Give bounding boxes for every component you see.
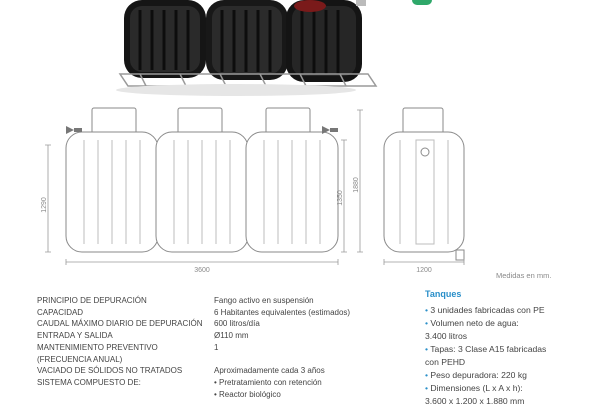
spec-row: ENTRADA Y SALIDA Ø110 mm xyxy=(37,330,417,342)
dim-height-left: 1290 xyxy=(41,197,48,213)
spec-row: MANTENIMIENTO PREVENTIVO 1 xyxy=(37,342,417,354)
tanks-panel: Tanques • 3 unidades fabricadas con PE• … xyxy=(425,288,595,408)
tanks-item-text: Tapas: 3 Clase A15 fabricadas xyxy=(430,344,547,354)
spec-value: 6 Habitantes equivalentes (estimados) xyxy=(214,307,351,317)
tanks-list-item: • 3 unidades fabricadas con PE xyxy=(425,304,595,317)
bullet-icon: • xyxy=(425,344,431,354)
spec-label: SISTEMA COMPUESTO DE: xyxy=(37,377,141,387)
tanks-list-item: con PEHD xyxy=(425,356,595,369)
technical-drawing: 1290 1350 1880 3600 1200 xyxy=(41,107,465,274)
spec-row: • Reactor biológico xyxy=(37,389,417,401)
tanks-list-item: • Tapas: 3 Clase A15 fabricadas xyxy=(425,343,595,356)
spec-value: Fango activo en suspensión xyxy=(214,296,314,305)
tanks-list-item: • Dimensiones (L x A x h): xyxy=(425,382,595,395)
tanks-item-text: con PEHD xyxy=(425,357,466,367)
tank-photo-right xyxy=(286,0,366,82)
tank-photo-left xyxy=(124,0,206,78)
tanks-list-item: • Peso depuradora: 220 kg xyxy=(425,369,595,382)
tanks-item-text: 3.600 x 1.200 x 1.880 mm xyxy=(425,396,525,406)
tanks-list-item: 3.400 litros xyxy=(425,330,595,343)
outlet-arrow xyxy=(322,126,338,134)
tanks-item-text: Volumen neto de agua: xyxy=(430,318,519,328)
spec-label: VACIADO DE SÓLIDOS NO TRATADOS xyxy=(37,366,183,376)
spec-value: 1 xyxy=(214,342,219,352)
spec-row: VACIADO DE SÓLIDOS NO TRATADOS Aproximada… xyxy=(37,365,417,377)
spec-row: CAPACIDAD 6 Habitantes equivalentes (esti… xyxy=(37,307,417,319)
tanks-item-text: Dimensiones (L x A x h): xyxy=(430,383,523,393)
measure-note: Medidas en mm. xyxy=(496,271,552,280)
spec-value: Aproximadamente cada 3 años xyxy=(214,366,325,376)
tanks-item-text: Peso depuradora: 220 kg xyxy=(430,370,527,380)
tanks-list-item: • Volumen neto de agua: xyxy=(425,317,595,330)
spec-value: • Reactor biológico xyxy=(214,389,281,399)
spec-label xyxy=(37,389,214,401)
tank-photo-middle xyxy=(206,0,288,80)
tanks-list-item: 3.600 x 1.200 x 1.880 mm xyxy=(425,395,595,408)
spec-label: ENTRADA Y SALIDA xyxy=(37,331,113,341)
bullet-icon: • xyxy=(425,370,431,380)
spec-row: SISTEMA COMPUESTO DE: • Pretratamiento co… xyxy=(37,377,417,389)
brand-mark xyxy=(412,0,432,5)
front-view-tank-3 xyxy=(245,107,339,253)
spec-label: (FRECUENCIA ANUAL) xyxy=(37,354,123,364)
spec-row: PRINCIPIO DE DEPURACIÓN Fango activo en s… xyxy=(37,295,417,307)
spec-value: • Pretratamiento con retención xyxy=(214,377,322,387)
tanks-item-text: 3.400 litros xyxy=(425,331,468,341)
tanks-item-text: 3 unidades fabricadas con PE xyxy=(430,305,545,315)
spec-label: CAUDAL MÁXIMO DIARIO DE DEPURACIÓN xyxy=(37,319,203,329)
dim-width-front: 3600 xyxy=(194,267,210,274)
tanks-title: Tanques xyxy=(425,289,462,299)
product-photo xyxy=(116,0,378,96)
spec-row: CAUDAL MÁXIMO DIARIO DE DEPURACIÓN 600 li… xyxy=(37,318,417,330)
spec-value: Ø110 mm xyxy=(214,331,249,341)
inlet-arrow xyxy=(66,126,82,134)
dim-height-mid: 1350 xyxy=(337,190,344,206)
dim-height-total: 1880 xyxy=(353,177,360,193)
bullet-icon: • xyxy=(425,318,431,328)
support-frame xyxy=(118,73,378,87)
spec-label: MANTENIMIENTO PREVENTIVO xyxy=(37,342,158,352)
front-view-tank-2 xyxy=(155,107,249,253)
side-view-tank xyxy=(383,107,465,261)
bullet-icon: • xyxy=(425,383,431,393)
spec-table: PRINCIPIO DE DEPURACIÓN Fango activo en s… xyxy=(37,295,417,400)
spec-value: 600 litros/día xyxy=(214,319,260,329)
dim-width-side: 1200 xyxy=(416,267,432,274)
bullet-icon: • xyxy=(425,305,431,315)
tanks-list: • 3 unidades fabricadas con PE• Volumen … xyxy=(425,304,595,408)
spec-label: PRINCIPIO DE DEPURACIÓN xyxy=(37,296,147,305)
spec-row: (FRECUENCIA ANUAL) xyxy=(37,354,417,366)
spec-label: CAPACIDAD xyxy=(37,307,84,317)
